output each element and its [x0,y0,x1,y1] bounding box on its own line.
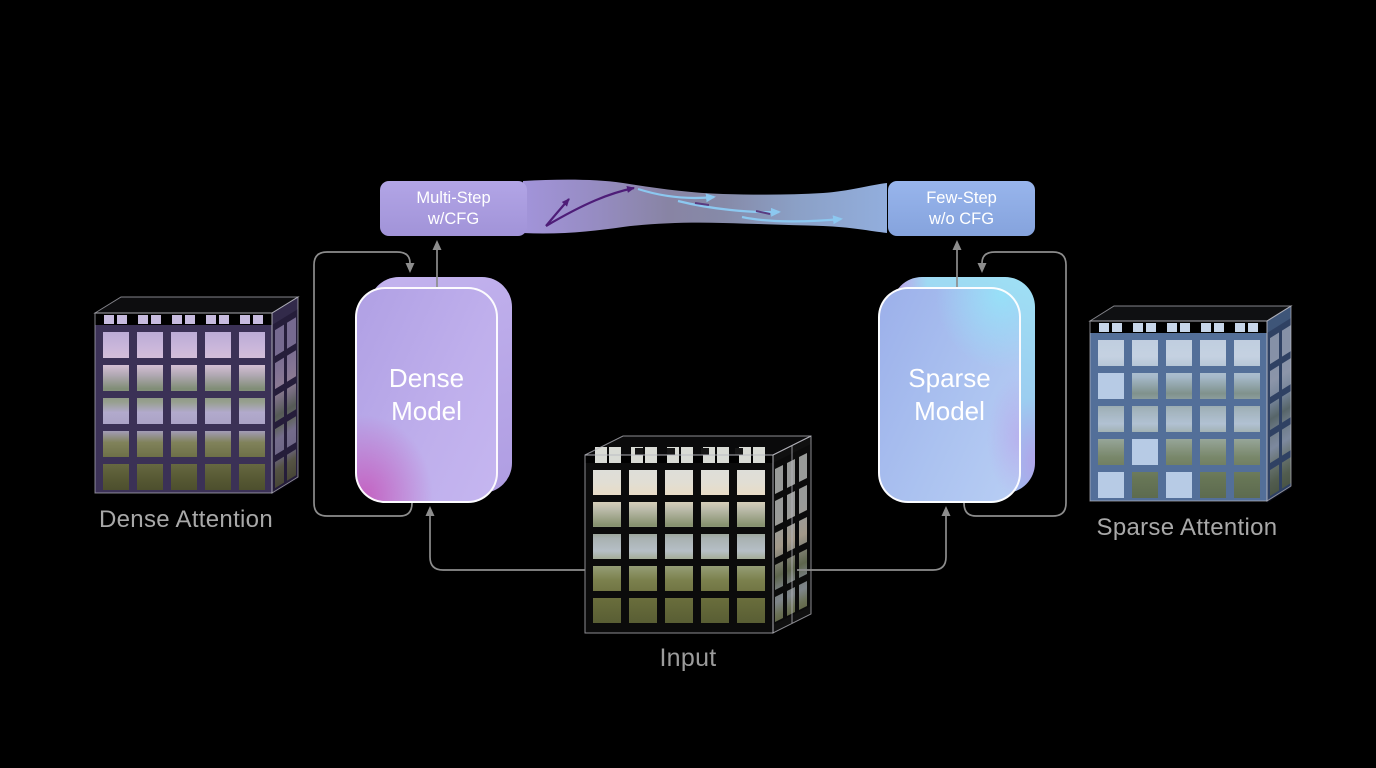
sparse-model-line1: Sparse [908,362,991,393]
dense-model-line1: Dense [388,362,465,393]
input-to-sparse-arrow [797,506,951,571]
dense-model-card: Dense Model [355,287,498,503]
front-patches [1098,340,1260,498]
input-caption: Input [659,644,717,672]
multi-step-line2: w/CFG [427,209,480,228]
dense-model-line2: Model [391,396,462,426]
cube-wireframe [1088,305,1293,502]
sparse-attention-caption: Sparse Attention [1096,514,1278,541]
cube-top-face [95,297,298,313]
ribbon-band [523,179,887,234]
sparse-attention-cube [1088,305,1293,503]
input-cube [584,435,812,634]
patch-tabs [104,315,263,324]
few-step-line1: Few-Step [926,189,997,208]
side-patches [275,317,296,489]
front-patches [103,332,265,490]
dense-attention-caption: Dense Attention [99,506,273,533]
few-step-trajectory-arrows [637,187,843,225]
dense-attention-cube [93,296,300,495]
few-step-line2: w/o CFG [928,209,995,228]
cube-wireframe [584,435,812,634]
cube-wireframe [93,296,300,494]
front-patches [593,470,765,623]
few-step-box: Few-Step w/o CFG [888,181,1035,236]
patch-tabs [1099,323,1258,332]
tab-notches [635,448,743,455]
sparse-model-card: Sparse Model [878,287,1021,503]
cube-top-face [1090,306,1291,321]
multi-step-box: Multi-Step w/CFG [380,181,527,236]
multi-step-trajectory-arrows [545,186,635,227]
multi-step-line1: Multi-Step [416,189,491,208]
sparse-model-line2: Model [914,396,985,426]
side-patches [1270,325,1291,497]
